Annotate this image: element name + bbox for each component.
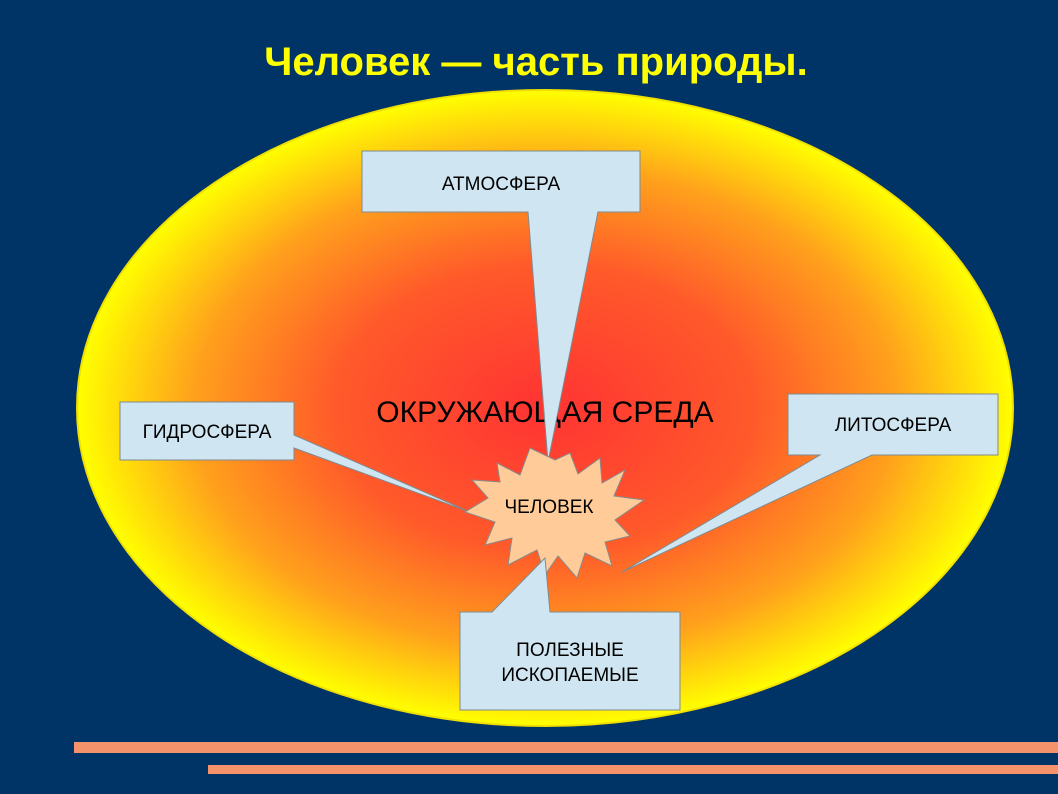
callout-minerals: ПОЛЕЗНЫЕ ИСКОПАЕМЫЕ — [459, 556, 681, 711]
atmosphere-label: АТМОСФЕРА — [442, 174, 561, 195]
callout-atmosphere: АТМОСФЕРА — [361, 150, 641, 463]
human-burst: ЧЕЛОВЕК — [463, 447, 646, 580]
callout-hydrosphere: ГИДРОСФЕРА — [119, 401, 471, 513]
callout-lithosphere: ЛИТОСФЕРА — [621, 393, 999, 573]
lithosphere-label: ЛИТОСФЕРА — [835, 415, 952, 436]
stripe-bottom — [208, 765, 1058, 774]
hydrosphere-label: ГИДРОСФЕРА — [143, 422, 272, 443]
stripe-top — [74, 742, 1058, 753]
human-label: ЧЕЛОВЕК — [505, 497, 594, 518]
minerals-label-line2: ИСКОПАЕМЫЕ — [501, 665, 638, 686]
minerals-label-line1: ПОЛЕЗНЫЕ — [516, 640, 624, 661]
slide-title: Человек — часть природы. — [264, 40, 808, 84]
